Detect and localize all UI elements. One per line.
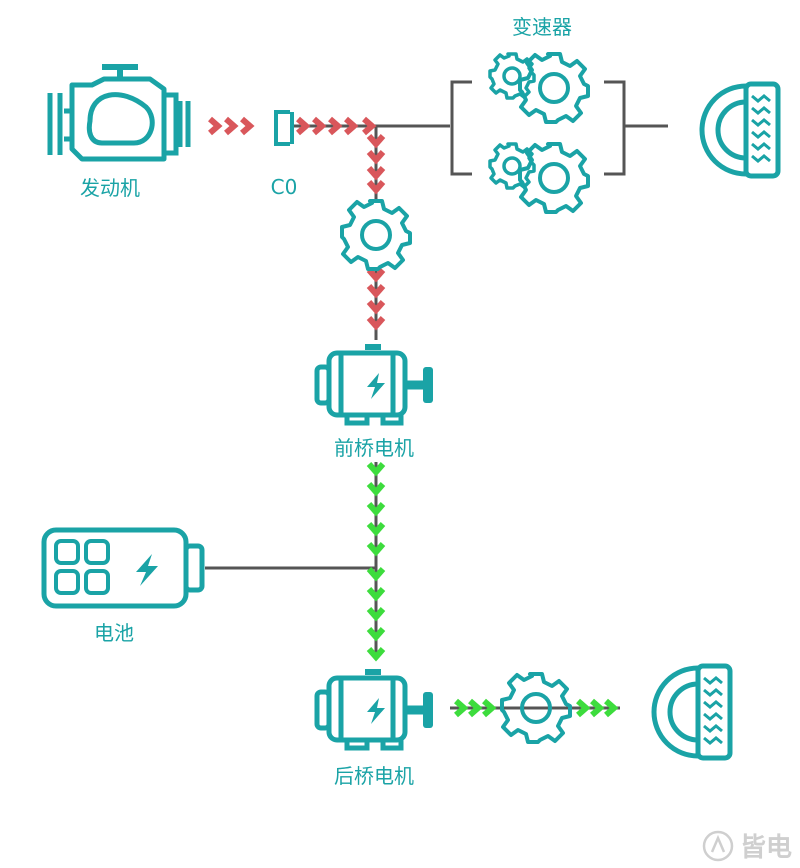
- battery-icon: [41, 527, 205, 609]
- rear-motor-icon: [317, 672, 433, 748]
- transmission-label: 变速器: [512, 15, 572, 39]
- clutch-label: C0: [271, 175, 298, 199]
- front-motor-icon: [317, 347, 433, 423]
- watermark-text: 皆电: [740, 833, 792, 863]
- front-motor-label: 前桥电机: [334, 436, 414, 460]
- intermediate-gear-icon: [340, 199, 412, 271]
- transmission-gear-icon: [488, 52, 590, 214]
- battery-label: 电池: [94, 621, 134, 645]
- clutch-icon: [274, 110, 294, 146]
- transmission-bracket: [450, 80, 626, 176]
- engine-flow-arrows: [210, 119, 383, 326]
- engine-label: 发动机: [80, 176, 140, 200]
- rear-wheel-icon: [654, 666, 730, 758]
- electric-flow-arrows: [369, 464, 614, 715]
- watermark-logo: 皆电: [702, 830, 792, 863]
- engine-icon: [47, 64, 191, 162]
- front-wheel-icon: [702, 84, 778, 176]
- rear-motor-label: 后桥电机: [334, 764, 414, 788]
